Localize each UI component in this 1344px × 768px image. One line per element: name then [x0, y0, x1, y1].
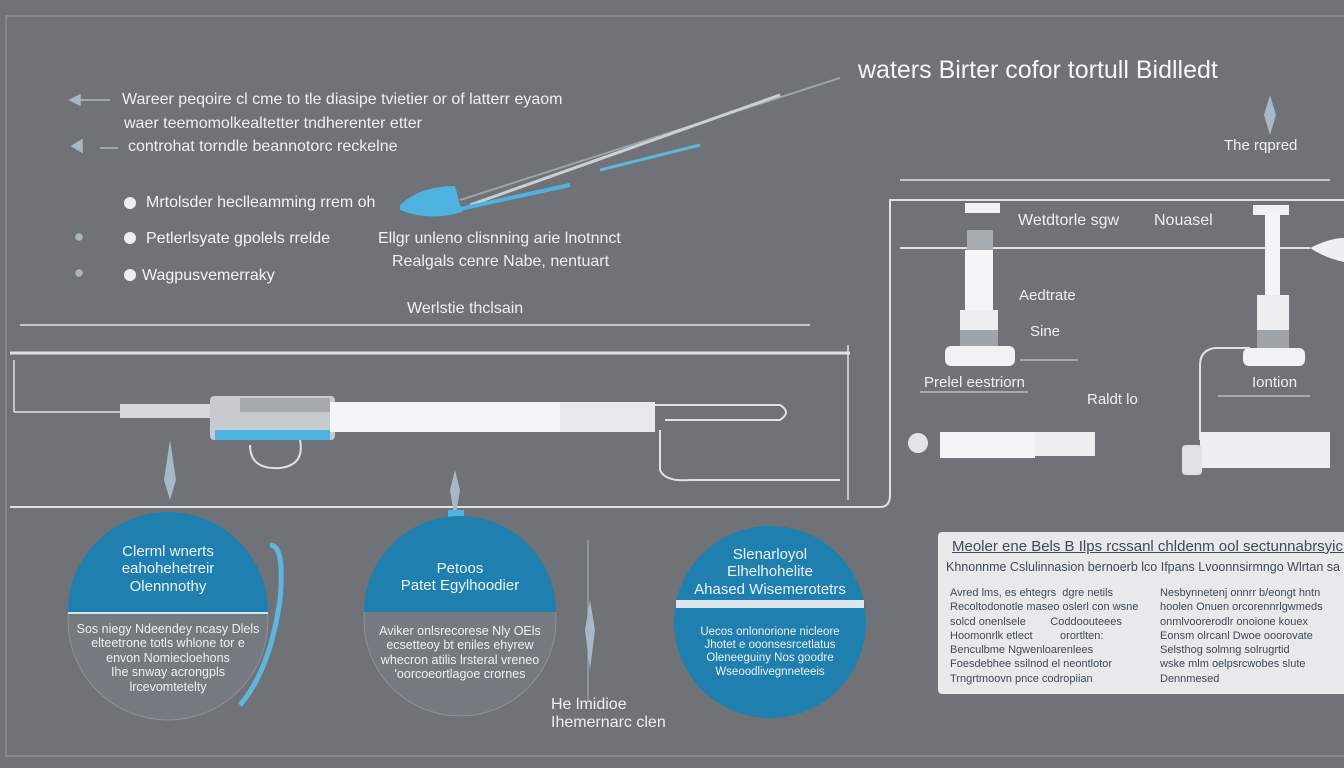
panel-heading: Meoler ene Bels B Ilps rcssanl chldenm o…	[952, 538, 1344, 555]
arrow-icons	[68, 93, 118, 277]
center-label-2: Realgals cenre Nabe, nentuart	[392, 253, 610, 270]
circle-3	[674, 526, 866, 718]
center-label-1: Ellgr unleno clisnning arie lnotnnct	[378, 230, 621, 247]
right-bottom-label: Iontion	[1252, 374, 1298, 391]
circle-1	[67, 512, 284, 721]
frame-border	[5, 15, 1344, 757]
panel-subheading: Khnonnme Cslulinnasion bernoerb lco Ifpa…	[946, 560, 1340, 574]
intro-line-2: waer teemomolkealtetter tndherenter ette…	[124, 115, 422, 132]
left-bottom-label: Prelel eestriorn	[924, 374, 1025, 391]
bullet-item-3: Wagpusvemerraky	[142, 267, 275, 284]
intro-line-1: Wareer peqoire cl cme to tle diasipe tvi…	[122, 91, 563, 108]
ratio-label: Raldt lo	[1087, 391, 1138, 408]
pipe-lines	[10, 179, 1344, 508]
circle-2	[363, 516, 557, 717]
panel-column-1: Avred lms, es ehtegrs dgre netils Recolt…	[950, 587, 1139, 685]
bullet-item-1: Mrtolsder heclleamming rrem oh	[146, 194, 376, 211]
drop-markers	[164, 95, 1276, 670]
small-label: Sine	[1030, 323, 1061, 340]
page-title: waters Birter cofor tortull Bidlledt	[858, 56, 1218, 84]
info-panel: Meoler ene Bels B Ilps rcssanl chldenm o…	[938, 532, 1344, 694]
spray-nozzle-illustration	[400, 77, 841, 217]
mid-label: Aedtrate	[1019, 287, 1076, 304]
panel-column-2: Nesbynnetenj onnrr b/eongt hntn hoolen O…	[1160, 587, 1323, 685]
intro-line-3: controhat torndle beannotorc reckelne	[128, 138, 398, 155]
valve-right-illustration	[1182, 205, 1344, 475]
right-top-label: Nouasel	[1154, 212, 1213, 229]
center-label-3: Werlstie thclsain	[407, 300, 524, 317]
bullet-dots	[124, 197, 136, 281]
left-top-label: Wetdtorle sgw	[1018, 212, 1120, 229]
valve-left-illustration	[908, 203, 1095, 458]
note-label: The rqpred	[1224, 137, 1298, 154]
bullet-item-2: Petlerlsyate gpolels rrelde	[146, 230, 331, 247]
bidet-hose-illustration	[120, 396, 840, 482]
